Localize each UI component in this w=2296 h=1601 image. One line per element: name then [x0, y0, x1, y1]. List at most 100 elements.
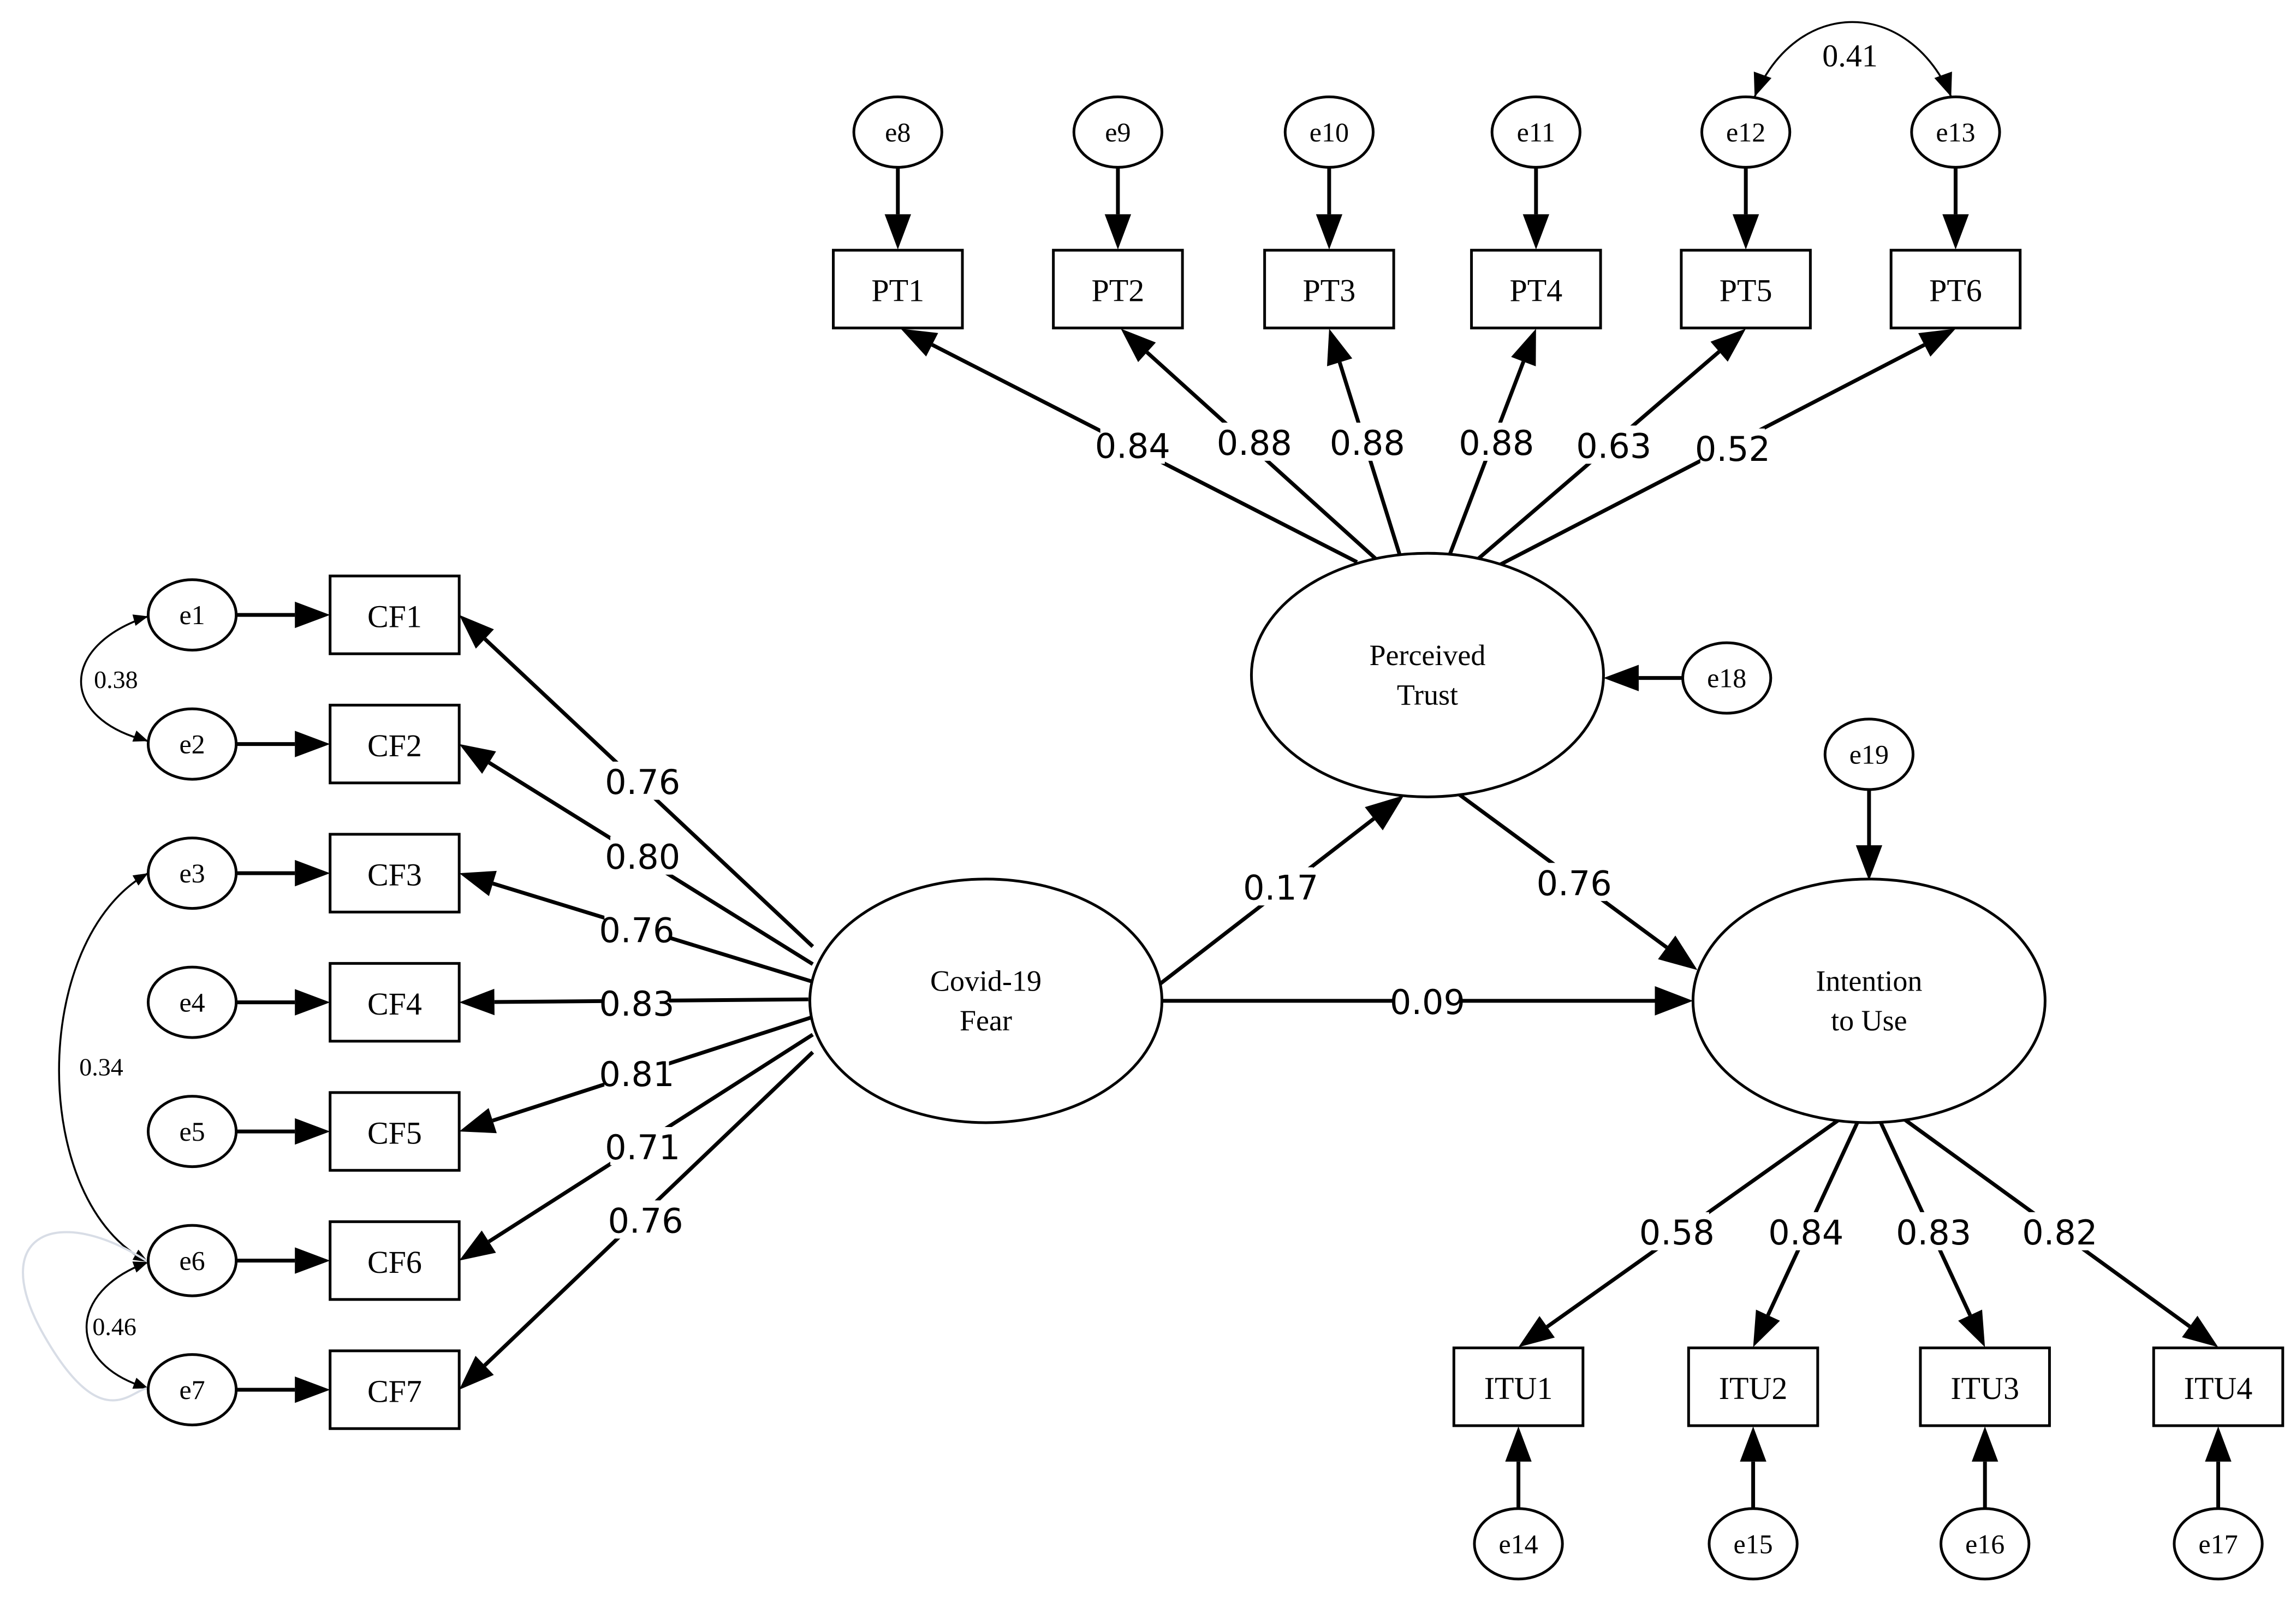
error-arrow-e9-head — [1104, 214, 1132, 250]
loading-trust-pt2-head — [1121, 329, 1156, 363]
loading-cf1-coef-bg — [610, 761, 675, 800]
indicator-cf3-label: CF3 — [367, 857, 422, 892]
loading-pt6-coef: 0.52 — [1695, 428, 1770, 469]
indicator-pt4-box — [1470, 248, 1602, 330]
loading-itu-itu3-head — [1958, 1309, 1985, 1348]
loading-trust-pt5-head — [1710, 329, 1746, 362]
loading-cf2-coef: 0.80 — [605, 836, 680, 877]
loading-cf6-coef-text: 0.71 — [605, 1128, 680, 1167]
error-arrow-e4-head — [295, 989, 330, 1016]
indicator-itu3-box — [1919, 1346, 2051, 1427]
error-arrow-e19-head — [1855, 845, 1883, 881]
indicator-cf5-box — [329, 1091, 461, 1172]
loading-itu-itu4-head — [2182, 1315, 2218, 1348]
indicator-pt6-box — [1889, 248, 2022, 330]
loading-itu1-coef-text: 0.58 — [1639, 1213, 1715, 1253]
loading-pt3-coef: 0.88 — [1330, 423, 1405, 463]
path-fear-to-trust-coef: 0.17 — [1243, 867, 1318, 908]
indicator-pt5-label: PT5 — [1720, 273, 1772, 309]
indicator-cf2-box — [329, 703, 461, 785]
loading-pt6-coef-bg — [1700, 428, 1765, 467]
indicator-cf4: CF4 — [329, 962, 461, 1043]
error-arrow-e13-head — [1942, 214, 1969, 250]
loading-fear-cf7-head — [459, 1356, 494, 1390]
cov-e6-e7-coef-text: 0.46 — [92, 1313, 136, 1341]
loading-fear-cf2-head — [459, 744, 496, 774]
indicator-pt5: PT5 — [1680, 248, 1812, 330]
indicator-cf4-box — [329, 962, 461, 1043]
indicator-itu2: ITU2 — [1687, 1346, 1819, 1427]
cov-e12-e13-head-1 — [1753, 72, 1772, 97]
path-trust-to-intention-head — [1658, 935, 1698, 970]
error-e18-label-1: e18 — [1707, 663, 1746, 693]
error-e18: e18 — [1681, 641, 1772, 715]
error-e15-ellipse — [1708, 1507, 1799, 1581]
loading-cf3-coef-text: 0.76 — [599, 910, 674, 950]
loading-cf3-coef-bg — [604, 910, 669, 948]
loading-fear-cf6-head — [459, 1230, 496, 1261]
indicator-pt1-label: PT1 — [871, 273, 924, 309]
latent-perceived-trust-label-2: Trust — [1397, 679, 1458, 711]
error-e11: e11 — [1490, 95, 1581, 169]
indicator-cf7-label: CF7 — [367, 1373, 422, 1409]
loading-cf5-coef: 0.81 — [599, 1053, 674, 1094]
error-arrow-e1-head — [295, 601, 330, 628]
loading-pt4-coef-bg — [1464, 423, 1529, 461]
error-e13: e13 — [1910, 95, 2001, 169]
error-e2: e2 — [146, 707, 238, 781]
error-e8: e8 — [852, 95, 943, 169]
indicator-pt3-label: PT3 — [1303, 273, 1356, 309]
error-e11-label-1: e11 — [1517, 117, 1555, 147]
loading-cf1-coef-text: 0.76 — [605, 762, 680, 802]
loading-itu3-coef-text: 0.83 — [1896, 1213, 1971, 1253]
loading-fear-cf1-head — [459, 615, 494, 649]
indicator-pt6: PT6 — [1889, 248, 2022, 330]
loading-fear-cf3-head — [459, 870, 497, 897]
error-e8-label-1: e8 — [885, 117, 911, 147]
loading-itu3-coef: 0.83 — [1896, 1212, 1971, 1253]
error-e14-label-1: e14 — [1498, 1528, 1538, 1559]
loading-cf6-coef-bg — [610, 1127, 675, 1165]
error-e7-ellipse — [146, 1353, 238, 1427]
error-e14: e14 — [1473, 1507, 1564, 1581]
path-fear-to-intention-coef: 0.09 — [1390, 981, 1465, 1022]
indicator-cf7-box — [329, 1349, 461, 1430]
error-e16-ellipse — [1940, 1507, 2031, 1581]
loading-fear-cf5-head — [459, 1108, 497, 1134]
path-fear-to-trust-coef-bg — [1248, 867, 1313, 906]
indicator-itu3-label: ITU3 — [1950, 1371, 2019, 1406]
cov-e6-e7 — [85, 1261, 149, 1390]
error-e15: e15 — [1708, 1507, 1799, 1581]
error-e8-ellipse — [852, 95, 943, 169]
error-arrow-e18-head — [1603, 665, 1639, 691]
loading-pt1-coef-text: 0.84 — [1095, 426, 1170, 466]
loading-cf7-coef-bg — [613, 1200, 678, 1239]
loading-pt5-coef-text: 0.63 — [1576, 426, 1651, 466]
loading-pt1-coef: 0.84 — [1095, 425, 1170, 466]
loading-itu-itu1-head — [1518, 1316, 1555, 1348]
error-e10: e10 — [1283, 95, 1375, 169]
indicator-pt3-box — [1263, 248, 1395, 330]
loading-cf2-coef-bg — [610, 836, 675, 875]
loading-pt4-coef-text: 0.88 — [1459, 423, 1534, 463]
indicator-cf6-label: CF6 — [367, 1244, 422, 1280]
loading-fear-cf4-head — [459, 988, 495, 1016]
error-e18-ellipse — [1681, 641, 1772, 715]
error-arrow-e3-head — [295, 859, 330, 887]
loading-pt5-coef: 0.63 — [1576, 425, 1651, 466]
error-e19: e19 — [1823, 718, 1914, 791]
indicator-pt2-label: PT2 — [1092, 273, 1145, 309]
loading-cf4-coef-text: 0.83 — [599, 984, 674, 1024]
error-arrow-e5-head — [295, 1118, 330, 1145]
loading-trust-pt3-head — [1327, 329, 1353, 366]
cov-e12-e13-coef: 0.41 — [1822, 38, 1878, 74]
error-e9: e9 — [1072, 95, 1163, 169]
loading-itu4-coef-text: 0.82 — [2022, 1213, 2097, 1253]
cov-e1-e2 — [80, 615, 148, 742]
latent-perceived-trust-ellipse — [1250, 552, 1605, 798]
indicator-cf2-label: CF2 — [367, 728, 422, 763]
error-e7: e7 — [146, 1353, 238, 1427]
indicator-cf1-box — [329, 574, 461, 655]
